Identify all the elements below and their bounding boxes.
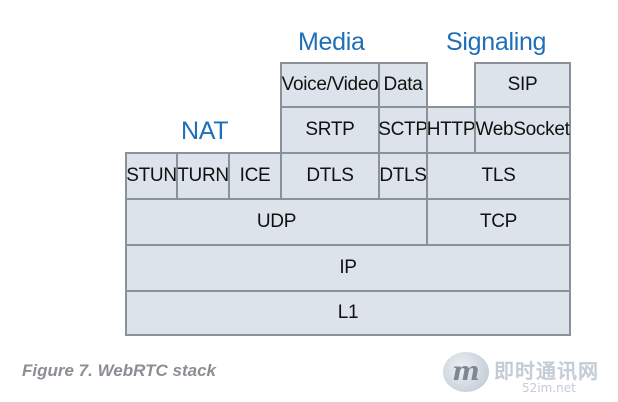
layer-udp: UDP xyxy=(125,198,428,246)
layer-srtp: SRTP xyxy=(280,106,380,154)
watermark-site-name: 即时通讯网 xyxy=(494,359,599,383)
layer-tcp: TCP xyxy=(426,198,571,246)
group-label-signaling: Signaling xyxy=(446,28,547,56)
watermark-logo: m xyxy=(443,352,489,392)
layer-websocket: WebSocket xyxy=(474,106,571,154)
layer-stun: STUN xyxy=(125,152,178,200)
layer-ip: IP xyxy=(125,244,571,292)
layer-tls: TLS xyxy=(426,152,571,200)
layer-http: HTTP xyxy=(426,106,476,154)
layer-sctp: SCTP xyxy=(378,106,428,154)
layer-voice-video: Voice/Video xyxy=(280,62,380,108)
layer-l1: L1 xyxy=(125,290,571,336)
group-label-media: Media xyxy=(298,28,365,56)
layer-dtls-data: DTLS xyxy=(378,152,428,200)
layer-ice: ICE xyxy=(228,152,282,200)
watermark-site-url: 52im.net xyxy=(522,381,576,395)
layer-turn: TURN xyxy=(176,152,230,200)
figure-caption: Figure 7. WebRTC stack xyxy=(22,361,216,380)
layer-sip: SIP xyxy=(474,62,571,108)
group-label-nat: NAT xyxy=(181,117,229,145)
layer-data: Data xyxy=(378,62,428,108)
layer-dtls-media: DTLS xyxy=(280,152,380,200)
